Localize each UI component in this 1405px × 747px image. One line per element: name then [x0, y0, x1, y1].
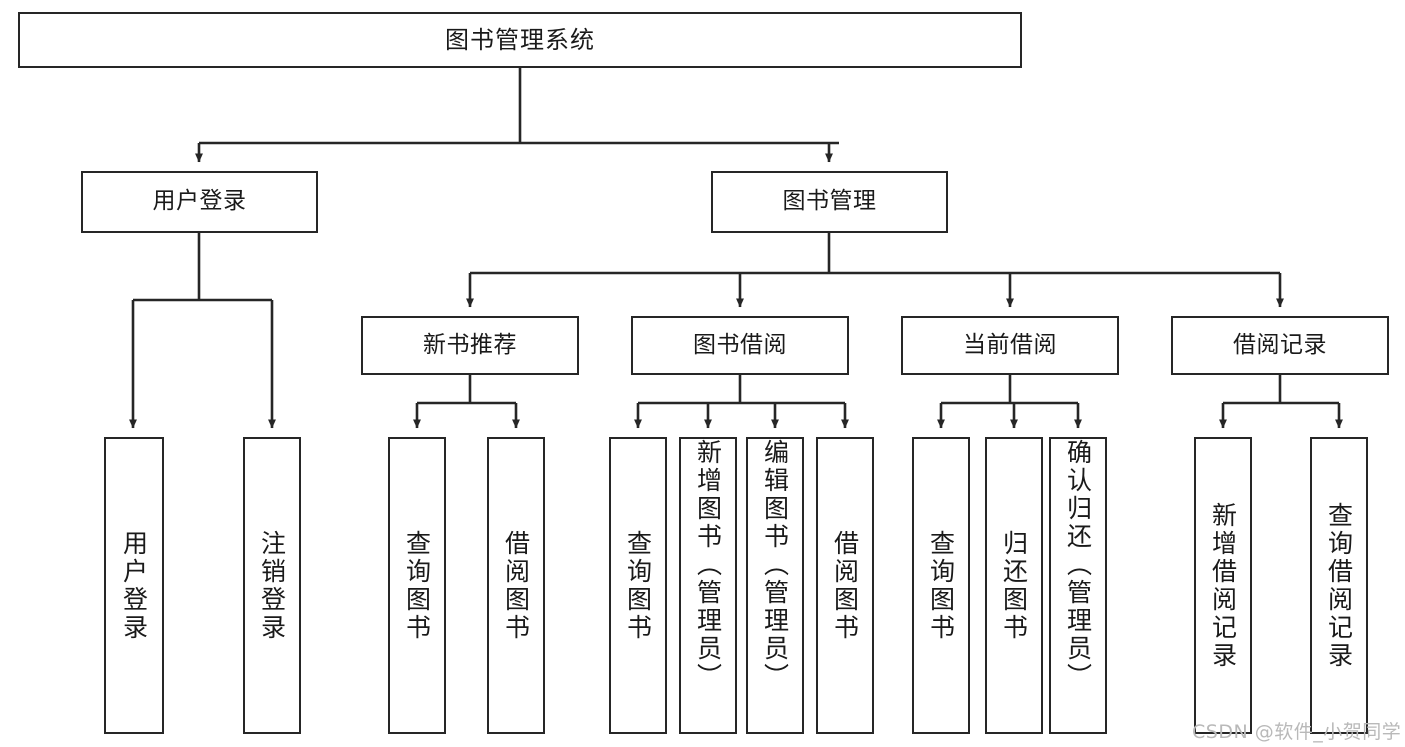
- node-leaf-4[interactable]: 查询图书: [609, 437, 667, 734]
- node-level3-3[interactable]: 借阅记录: [1171, 316, 1389, 375]
- node-root-label: 图书管理系统: [445, 25, 595, 54]
- node-leaf-label: 借阅图书: [501, 529, 531, 642]
- node-leaf-label: 查询图书: [402, 529, 432, 642]
- node-leaf-6[interactable]: 编辑图书（管理员）: [746, 437, 804, 734]
- csdn-watermark: CSDN @软件_小贺同学: [1192, 721, 1402, 743]
- node-level2-label: 用户登录: [152, 188, 247, 215]
- node-leaf-11[interactable]: 新增借阅记录: [1194, 437, 1252, 734]
- node-leaf-label: 查询图书: [623, 529, 653, 642]
- node-root-system[interactable]: 图书管理系统: [18, 12, 1022, 68]
- node-leaf-label: 确认归还（管理员）: [1063, 439, 1093, 691]
- node-leaf-label: 借阅图书: [830, 529, 860, 642]
- node-leaf-10[interactable]: 确认归还（管理员）: [1049, 437, 1107, 734]
- node-leaf-12[interactable]: 查询借阅记录: [1310, 437, 1368, 734]
- node-leaf-5[interactable]: 新增图书（管理员）: [679, 437, 737, 734]
- node-level2-0[interactable]: 用户登录: [81, 171, 318, 233]
- node-level3-0[interactable]: 新书推荐: [361, 316, 579, 375]
- node-level3-label: 借阅记录: [1233, 331, 1327, 358]
- node-leaf-7[interactable]: 借阅图书: [816, 437, 874, 734]
- node-leaf-label: 查询图书: [926, 529, 956, 642]
- node-leaf-label: 注销登录: [257, 529, 287, 642]
- node-leaf-3[interactable]: 借阅图书: [487, 437, 545, 734]
- node-leaf-label: 查询借阅记录: [1324, 501, 1354, 670]
- node-level2-1[interactable]: 图书管理: [711, 171, 948, 233]
- node-level3-label: 图书借阅: [693, 331, 787, 358]
- node-leaf-9[interactable]: 归还图书: [985, 437, 1043, 734]
- node-level3-1[interactable]: 图书借阅: [631, 316, 849, 375]
- node-leaf-8[interactable]: 查询图书: [912, 437, 970, 734]
- node-leaf-label: 用户登录: [119, 529, 149, 642]
- node-level3-label: 当前借阅: [963, 331, 1057, 358]
- node-level2-label: 图书管理: [782, 188, 877, 215]
- node-leaf-label: 归还图书: [999, 529, 1029, 642]
- node-leaf-label: 编辑图书（管理员）: [760, 439, 790, 691]
- node-leaf-0[interactable]: 用户登录: [104, 437, 164, 734]
- node-leaf-1[interactable]: 注销登录: [243, 437, 301, 734]
- node-leaf-label: 新增图书（管理员）: [693, 439, 723, 691]
- node-level3-2[interactable]: 当前借阅: [901, 316, 1119, 375]
- node-level3-label: 新书推荐: [423, 331, 517, 358]
- node-leaf-label: 新增借阅记录: [1208, 501, 1238, 670]
- node-leaf-2[interactable]: 查询图书: [388, 437, 446, 734]
